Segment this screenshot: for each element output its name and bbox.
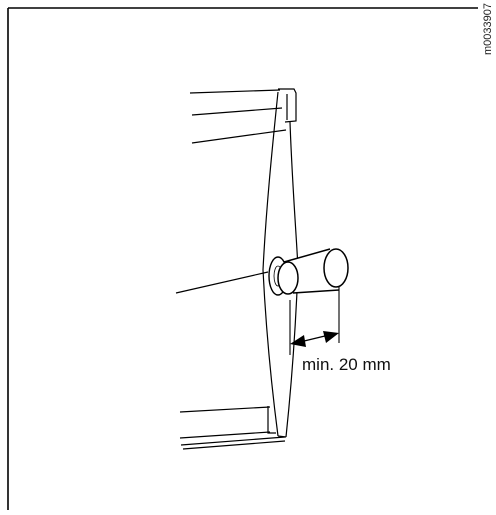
dimension-arrow-right: [323, 331, 339, 343]
dimension-arrow-left: [290, 335, 306, 347]
top-board: [189, 88, 297, 144]
shelf-support-pin: [268, 248, 349, 296]
reference-code: m0033907: [482, 3, 494, 55]
pin-far-end: [323, 248, 349, 288]
bottom-board: [179, 406, 286, 450]
frame-border: [7, 7, 478, 510]
middle-board-edge: [175, 271, 269, 294]
dimension-label: min. 20 mm: [302, 355, 391, 374]
pin-near-end: [277, 261, 299, 295]
dimension-indicator: [289, 287, 340, 355]
